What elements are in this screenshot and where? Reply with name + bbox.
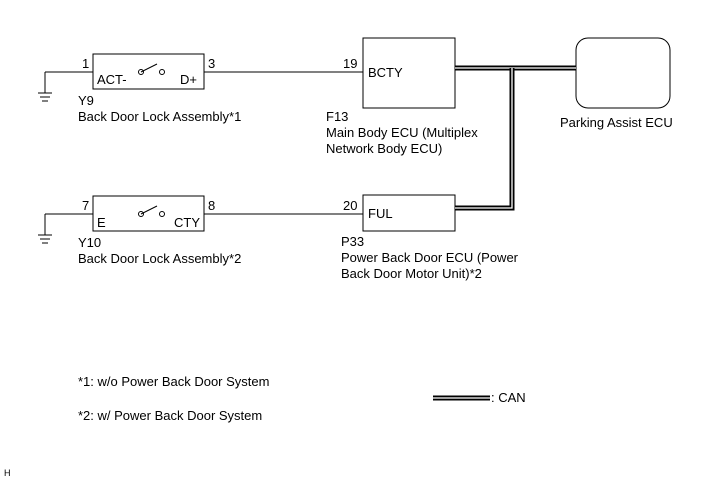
y10-pin-left: 7: [82, 198, 89, 213]
p33-terminal: FUL: [368, 206, 393, 221]
y10-pin-right: 8: [208, 198, 215, 213]
footnote-1: *1: w/o Power Back Door System: [78, 374, 269, 389]
f13-name-line2: Network Body ECU): [326, 141, 442, 156]
f13-code: F13: [326, 109, 348, 124]
parking-assist-ecu-box: [575, 37, 671, 109]
y9-terminal-right: D+: [180, 72, 197, 87]
p33-name-line1: Power Back Door ECU (Power: [341, 250, 519, 265]
y10-name: Back Door Lock Assembly*2: [78, 251, 241, 266]
f13-terminal: BCTY: [368, 65, 403, 80]
y9-connector-box: [92, 53, 205, 90]
p33-name-line2: Back Door Motor Unit)*2: [341, 266, 482, 281]
corner-mark: H: [4, 468, 11, 478]
f13-pin: 19: [343, 56, 357, 71]
p33-pin: 20: [343, 198, 357, 213]
ground-symbol-y10: [38, 214, 52, 244]
parking-assist-ecu-label: Parking Assist ECU: [560, 115, 673, 130]
y9-terminal-left: ACT-: [97, 72, 127, 87]
f13-name-line1: Main Body ECU (Multiplex: [326, 125, 478, 140]
y10-switch-symbol: [138, 205, 165, 217]
y9-pin-left: 1: [82, 56, 89, 71]
y10-terminal-left: E: [97, 215, 106, 230]
y10-connector-box: [92, 195, 205, 232]
f13-ecu-box: [362, 37, 456, 109]
y10-terminal-right: CTY: [174, 215, 200, 230]
can-bus-lines: [455, 65, 576, 211]
y9-code: Y9: [78, 93, 94, 108]
ground-symbol-y9: [38, 72, 52, 102]
p33-code: P33: [341, 234, 364, 249]
footnote-2: *2: w/ Power Back Door System: [78, 408, 262, 423]
y9-name: Back Door Lock Assembly*1: [78, 109, 241, 124]
p33-ecu-box: [362, 194, 456, 232]
y9-pin-right: 3: [208, 56, 215, 71]
y10-code: Y10: [78, 235, 101, 250]
y9-switch-symbol: [138, 63, 165, 75]
can-legend-label: : CAN: [491, 390, 526, 405]
